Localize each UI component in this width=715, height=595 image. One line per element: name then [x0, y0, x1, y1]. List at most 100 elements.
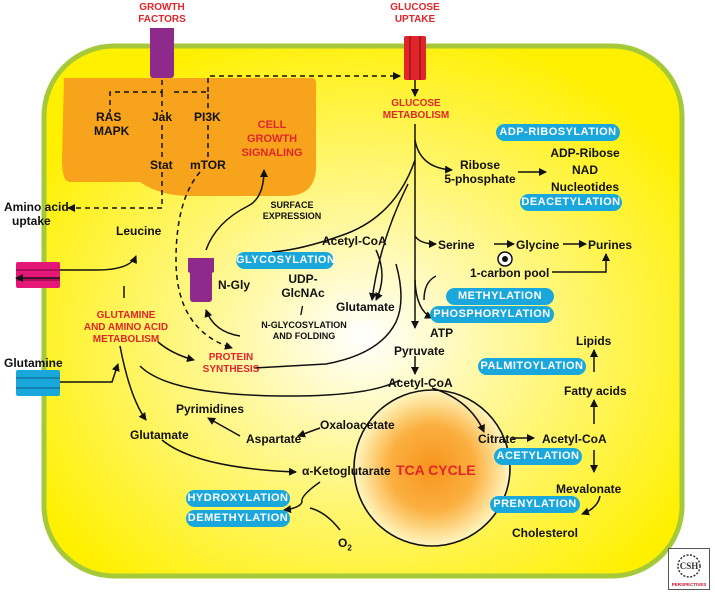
acetyl-coa-right-label: Acetyl-CoA [542, 432, 607, 446]
slash-label: / [300, 304, 304, 318]
arrow-glcnac [368, 183, 409, 301]
pill-acetylation: ACETYLATION [494, 448, 582, 465]
arrow-pool-purines [552, 253, 610, 273]
arrow-glutamine-in [60, 363, 120, 383]
pyrimidines-label: Pyrimidines [176, 402, 245, 416]
cgs-line3: SIGNALING [241, 147, 303, 159]
glucose-metabolism-line1: GLUCOSE [391, 98, 441, 109]
protein-synthesis-label: PROTEIN SYNTHESIS [196, 352, 266, 376]
csh-perspectives-logo: CSH PERSPECTIVES [668, 548, 710, 590]
protein-line1: PROTEIN [208, 352, 254, 363]
acetyl-coa-mid-label: Acetyl-CoA [388, 376, 453, 390]
o2-main: O [338, 536, 348, 550]
growth-factors-label: GROWTH FACTORS [130, 2, 194, 26]
arrow-acetyl-citrate [431, 387, 485, 433]
glutamate-left-label: Glutamate [130, 428, 189, 442]
glycine-label: Glycine [516, 238, 560, 252]
glutamine-transporter [16, 370, 60, 396]
pyruvate-label: Pyruvate [394, 344, 445, 358]
curve-to-acetyl [271, 159, 416, 253]
lipids-label: Lipids [576, 334, 612, 348]
udp-glcnac-label: UDP- GlcNAc [276, 272, 330, 300]
growth-factors-line2: FACTORS [138, 14, 186, 25]
glucose-transporter [404, 36, 426, 80]
arrow-gln-to-glutamate [119, 345, 147, 421]
logo-sub: PERSPECTIVES [672, 582, 707, 587]
adp-ribose-label: ADP-Ribose [550, 146, 620, 160]
serine-label: Serine [438, 238, 475, 252]
arrow-to-cholesterol [581, 495, 601, 516]
leucine-label: Leucine [116, 224, 162, 238]
arrow-aspartate-pyrimidines [207, 417, 241, 437]
arrow-leucine [60, 255, 137, 271]
o2-label: O2 [338, 536, 352, 555]
mevalonate-label: Mevalonate [556, 482, 622, 496]
arrow-to-serine [414, 235, 437, 248]
amino-acid-line2: uptake [12, 214, 51, 228]
amino-acid-uptake-label: Amino acid uptake [4, 200, 69, 228]
glutamate-mid-label: Glutamate [336, 300, 395, 314]
nucleotides-label: Nucleotides [550, 180, 619, 194]
oxaloacetate-label: Oxaloacetate [320, 418, 395, 432]
purines-label: Purines [588, 238, 633, 252]
gln-line1: GLUTAMINE [96, 310, 156, 321]
dashed-protein [175, 171, 233, 350]
dashed-ras [109, 80, 163, 112]
dashed-to-glucose [207, 72, 401, 92]
tca-cycle-label: TCA CYCLE [396, 462, 476, 478]
signaling-region [62, 78, 316, 196]
surface-line2: EXPRESSION [262, 211, 322, 221]
nglyco-line2: AND FOLDING [272, 331, 336, 341]
protein-line2: SYNTHESIS [202, 364, 260, 375]
nglyco-line1: N-GLYCOSYLATION [261, 320, 347, 330]
mapk-label: MAPK [94, 124, 130, 138]
logo-text: CSH [680, 561, 699, 571]
pill-deacetylation: DEACETYLATION [520, 194, 622, 211]
mtor-label: mTOR [190, 158, 226, 172]
cgs-line1: CELL [257, 119, 287, 131]
akg-label: α-Ketoglutarate [302, 464, 391, 478]
arrow-nglyco [204, 309, 241, 337]
nad-label: NAD [572, 163, 598, 177]
ribose-line1: Ribose [459, 158, 500, 172]
arrow-glutamate-akg [161, 439, 297, 476]
o2-sub: 2 [347, 543, 352, 553]
gln-line2: AND AMINO ACID [83, 322, 169, 333]
arrow-o2 [309, 507, 341, 531]
glucose-metabolism-line2: METABOLISM [382, 110, 450, 121]
cholesterol-label: Cholesterol [512, 526, 579, 540]
n-glycosylation-label: N-GLYCOSYLATION AND FOLDING [252, 320, 356, 342]
arrow-akg-hydroxy [283, 481, 321, 514]
pill-palmitoylation: PALMITOYLATION [478, 358, 586, 375]
udp-line1: UDP- [288, 272, 318, 286]
curve-serine-pool [423, 275, 437, 301]
curve-glutamate-to-pyruvate [253, 263, 402, 369]
glucose-metabolism-label: GLUCOSE METABOLISM [378, 98, 454, 122]
pill-methylation: METHYLATION [446, 288, 554, 305]
arrow-acetyl-glutamate [375, 249, 383, 301]
dashed-amino-uptake [67, 172, 163, 212]
acetyl-coa-top-label: Acetyl-CoA [322, 234, 387, 248]
ribose-line2: 5-phosphate [444, 172, 516, 186]
jak-label: Jak [152, 110, 173, 124]
pill-prenylation: PRENYLATION [490, 496, 580, 513]
citrate-label: Citrate [478, 432, 517, 446]
udp-line2: GlcNAc [281, 286, 325, 300]
arrow-gln-to-protein [157, 341, 195, 363]
amino-acid-transporter [16, 262, 60, 288]
surface-line1: SURFACE [270, 200, 314, 210]
surface-expression-label: SURFACE EXPRESSION [252, 200, 332, 222]
glucose-uptake-label: GLUCOSE UPTAKE [382, 2, 448, 26]
pi3k-label: PI3K [194, 110, 221, 124]
n-gly-receptor [188, 258, 214, 302]
amino-acid-line1: Amino acid [4, 200, 69, 214]
pill-adp-ribosylation: ADP-RIBOSYLATION [496, 124, 620, 141]
fatty-acids-label: Fatty acids [564, 384, 627, 398]
cell-growth-signaling-title: CELL GROWTH SIGNALING [240, 118, 304, 160]
growth-factors-line1: GROWTH [139, 2, 185, 13]
glutamine-metabolism-label: GLUTAMINE AND AMINO ACID METABOLISM [66, 310, 186, 346]
gln-line3: METABOLISM [92, 334, 160, 345]
one-carbon-symbol [497, 251, 513, 267]
cgs-line2: GROWTH [246, 133, 298, 145]
